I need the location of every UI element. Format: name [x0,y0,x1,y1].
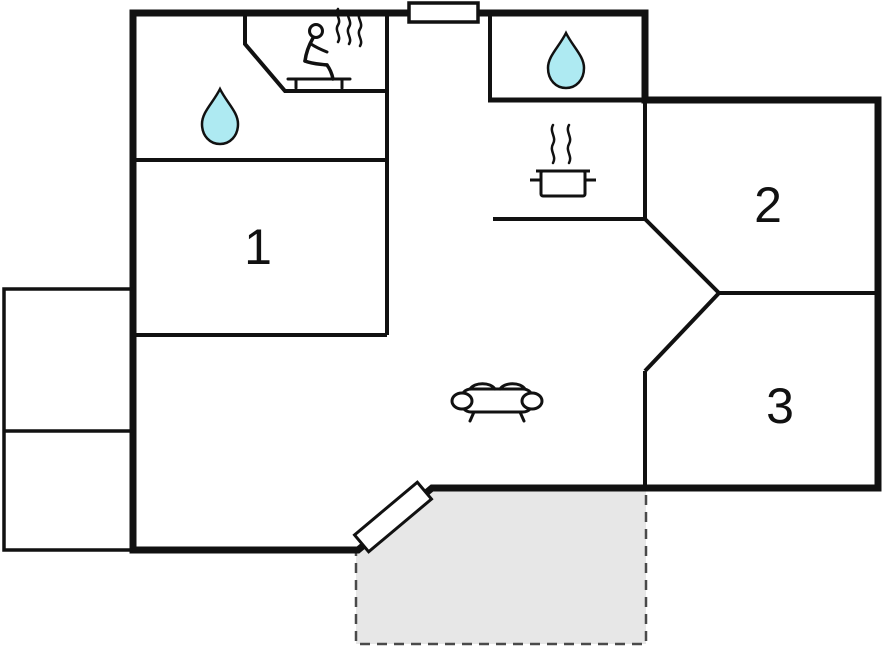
sauna-wall [243,13,387,93]
sauna-person-icon [286,7,363,90]
annex-storage [2,287,133,552]
interior-walls [133,13,881,491]
window-icon [407,1,480,24]
cooking-pot-icon [530,123,596,198]
room-1-label: 1 [244,219,272,275]
water-drop-icon [546,30,586,90]
sofa-icon [450,382,544,423]
water-drop-icon [200,86,240,146]
room-3-label: 3 [766,378,794,434]
room-2-label: 2 [754,177,782,233]
door-icon [352,480,434,554]
exterior-walls [129,9,882,554]
